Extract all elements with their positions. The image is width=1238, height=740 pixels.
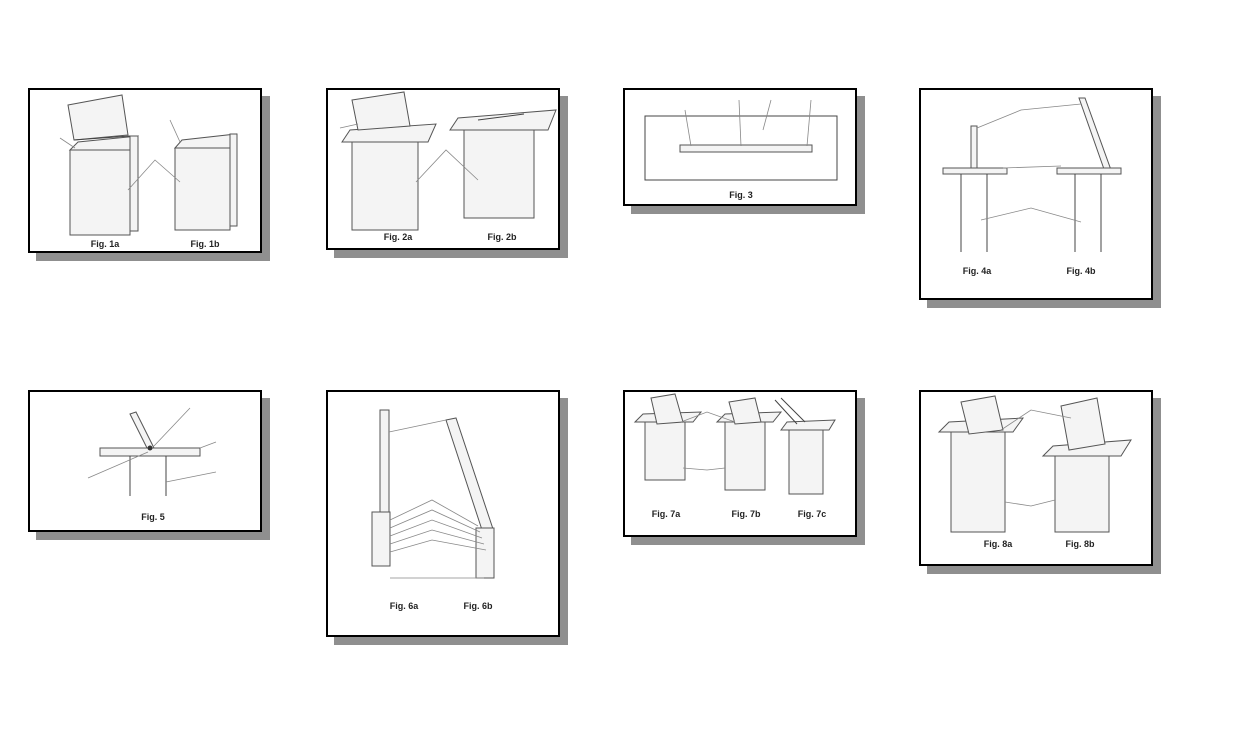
- fig-4b-caption: Fig. 4b: [1066, 266, 1096, 276]
- fig3-drawing: [644, 99, 838, 181]
- fig5-drawing: [87, 407, 217, 496]
- fig-6a-caption: Fig. 6a: [389, 601, 419, 611]
- fig-1a-caption: Fig. 1a: [90, 239, 120, 249]
- figure-panel-2: Fig. 2a Fig. 2b: [326, 88, 560, 250]
- figure-panel-3: Fig. 3: [623, 88, 857, 206]
- fig4-drawing: [942, 97, 1122, 252]
- fig2-drawing: [339, 91, 557, 231]
- fig-6b-caption: Fig. 6b: [463, 601, 493, 611]
- fig-2b-caption: Fig. 2b: [487, 232, 517, 242]
- fig-7a-caption: Fig. 7a: [651, 509, 681, 519]
- figure-panel-5: Fig. 5: [28, 390, 262, 532]
- fig8-drawing: [937, 395, 1132, 533]
- fig6-drawing: [371, 409, 495, 579]
- figure-panel-4: Fig. 4a Fig. 4b: [919, 88, 1153, 300]
- figure-panel-7: Fig. 7a Fig. 7b Fig. 7c: [623, 390, 857, 537]
- fig-7c-caption: Fig. 7c: [797, 509, 827, 519]
- fig-1b-caption: Fig. 1b: [190, 239, 220, 249]
- fig-8b-caption: Fig. 8b: [1065, 539, 1095, 549]
- fig-4a-caption: Fig. 4a: [962, 266, 992, 276]
- fig7-drawing: [633, 393, 836, 495]
- fig-2a-caption: Fig. 2a: [383, 232, 413, 242]
- fig-7b-caption: Fig. 7b: [731, 509, 761, 519]
- figure-panel-6: Fig. 6a Fig. 6b: [326, 390, 560, 637]
- fig-8a-caption: Fig. 8a: [983, 539, 1013, 549]
- fig1-drawing: [59, 94, 238, 236]
- figure-panel-8: Fig. 8a Fig. 8b: [919, 390, 1153, 566]
- figure-panel-1: Fig. 1a Fig. 1b: [28, 88, 262, 253]
- fig-3-caption: Fig. 3: [729, 190, 753, 200]
- fig-5-caption: Fig. 5: [141, 512, 165, 522]
